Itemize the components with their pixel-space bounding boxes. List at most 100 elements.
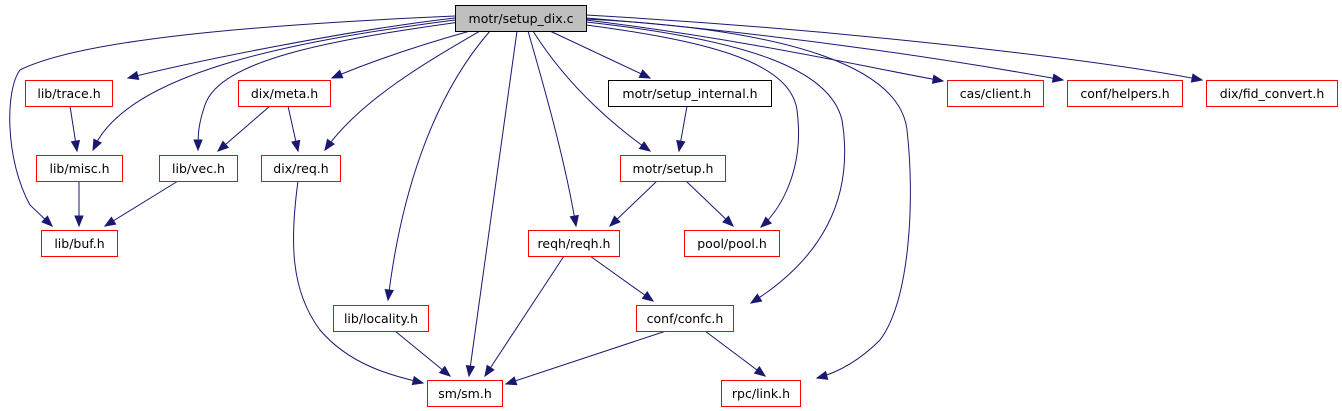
arrowhead-icon (330, 69, 344, 79)
edge-line (527, 30, 577, 227)
edge-line (9, 15, 456, 227)
edge-meta-to-req (287, 105, 301, 153)
edge-line (585, 17, 1064, 81)
edge-line (685, 180, 734, 227)
arrowhead-icon (324, 138, 335, 152)
edge-setup_dix-to-confc (585, 21, 846, 304)
arrowhead-icon (638, 141, 652, 152)
node-sm[interactable]: sm/sm.h (427, 380, 503, 407)
arrowhead-icon (411, 375, 425, 386)
node-req[interactable]: dix/req.h (261, 155, 341, 182)
arrowhead-icon (569, 214, 579, 228)
arrowhead-icon (103, 216, 117, 227)
node-label: lib/misc.h (49, 161, 109, 176)
arrowhead-icon (1190, 73, 1204, 83)
edge-setup_dix-to-meta (330, 30, 471, 79)
node-fid-convert[interactable]: dix/fid_convert.h (1206, 80, 1338, 107)
node-box (36, 155, 123, 182)
node-label: lib/locality.h (344, 311, 418, 326)
node-setup[interactable]: motr/setup.h (620, 155, 726, 182)
node-box (636, 305, 734, 332)
node-link[interactable]: rpc/link.h (721, 380, 801, 407)
edge-line (585, 21, 846, 304)
edge-setup_dix-to-buf (9, 15, 456, 227)
node-reqh[interactable]: reqh/reqh.h (528, 230, 620, 257)
node-box (427, 380, 503, 407)
edge-line (127, 17, 456, 79)
node-label: reqh/reqh.h (538, 236, 611, 251)
edge-setup_dix-to-helpers (585, 17, 1065, 83)
node-label: cas/client.h (960, 86, 1031, 101)
node-label: dix/fid_convert.h (1220, 86, 1325, 101)
edge-line (549, 30, 651, 79)
edge-setup_dix-to-fid_convert (585, 14, 1204, 83)
node-box (528, 230, 620, 257)
node-setup-internal[interactable]: motr/setup_internal.h (608, 80, 772, 107)
edge-line (92, 19, 456, 151)
edge-meta-to-vec (216, 105, 271, 152)
arrowhead-icon (41, 215, 53, 227)
node-cas-client[interactable]: cas/client.h (947, 80, 1044, 107)
edge-trace-to-misc (69, 105, 81, 153)
node-box (455, 5, 587, 32)
node-box (1067, 80, 1183, 107)
arrowhead-icon (753, 365, 767, 377)
arrowhead-icon (438, 365, 452, 377)
arrowhead-icon (384, 289, 394, 302)
node-meta[interactable]: dix/meta.h (238, 80, 331, 107)
arrowhead-icon (484, 364, 495, 378)
edge-line (585, 18, 911, 379)
node-buf[interactable]: lib/buf.h (41, 230, 118, 257)
edge-confc-to-sm (504, 330, 667, 386)
node-misc[interactable]: lib/misc.h (36, 155, 123, 182)
node-label: conf/confc.h (647, 311, 724, 326)
arrowhead-icon (749, 293, 763, 304)
node-label: sm/sm.h (438, 386, 492, 401)
edge-line (589, 255, 654, 302)
node-helpers[interactable]: conf/helpers.h (1067, 80, 1183, 107)
node-label: motr/setup.h (633, 161, 714, 176)
node-vec[interactable]: lib/vec.h (159, 155, 238, 182)
edge-locality-to-sm (394, 330, 452, 377)
edge-setup_dix-to-setup_internal (549, 30, 652, 79)
node-box (947, 80, 1044, 107)
node-locality[interactable]: lib/locality.h (333, 305, 429, 332)
node-trace[interactable]: lib/trace.h (25, 80, 113, 107)
node-label: dix/meta.h (251, 86, 318, 101)
node-box (333, 305, 429, 332)
edge-misc-to-buf (74, 181, 84, 228)
node-box (684, 230, 780, 257)
edge-line (324, 30, 481, 151)
node-label: rpc/link.h (732, 386, 790, 401)
node-pool[interactable]: pool/pool.h (684, 230, 780, 257)
edge-line (197, 21, 461, 151)
node-box (1206, 80, 1338, 107)
arrowhead-icon (193, 139, 203, 152)
edge-line (585, 24, 799, 228)
edge-setup_dix-to-locality (384, 30, 491, 302)
arrowhead-icon (638, 69, 652, 79)
edge-setup_internal-to-setup (676, 105, 688, 153)
arrowhead-icon (92, 138, 102, 152)
node-confc[interactable]: conf/confc.h (636, 305, 734, 332)
edge-setup_dix-to-cas_client (585, 19, 945, 84)
arrowhead-icon (759, 216, 772, 228)
node-label: conf/helpers.h (1080, 86, 1169, 101)
arrowhead-icon (291, 139, 301, 153)
node-box (620, 155, 726, 182)
node-box (41, 230, 118, 257)
edge-line (609, 180, 658, 227)
node-box (25, 80, 113, 107)
edge-setup_dix-to-reqh (527, 30, 579, 228)
edge-setup_dix-to-misc (92, 19, 456, 152)
arrowhead-icon (74, 215, 84, 228)
edge-line (585, 14, 1203, 81)
node-box (159, 155, 238, 182)
edge-setup_dix-to-setup (532, 30, 652, 152)
arrowhead-icon (465, 364, 476, 378)
edge-confc-to-link (704, 330, 767, 377)
edge-setup_dix-to-req (324, 30, 481, 152)
node-label: motr/setup_internal.h (622, 86, 757, 101)
edge-line (104, 180, 179, 227)
